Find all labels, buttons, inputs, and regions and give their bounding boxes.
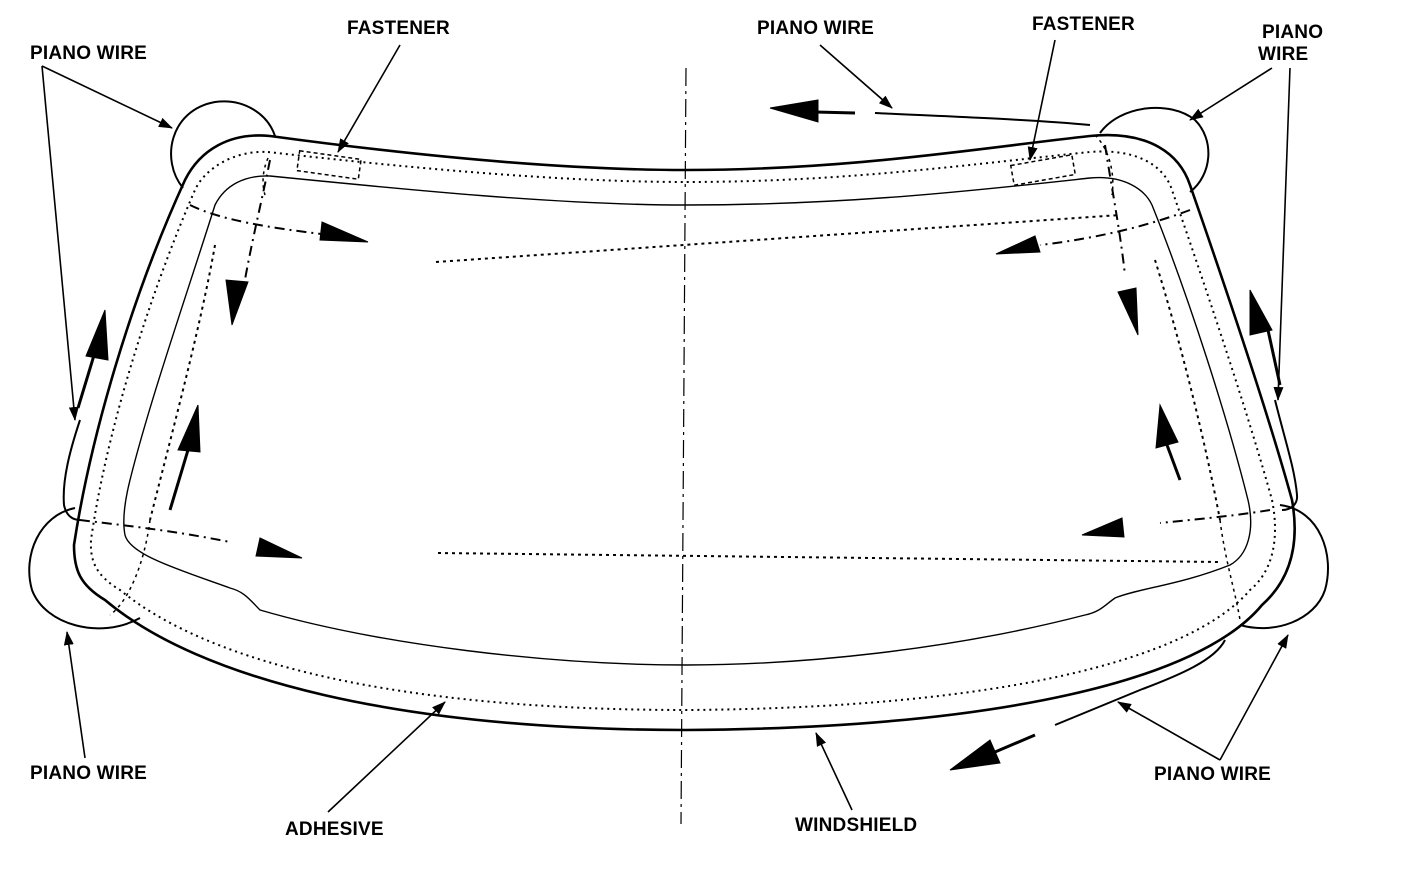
cut-line-right-vertical: [1154, 259, 1221, 521]
glass-inner-edge: [123, 175, 1252, 666]
leader-piano-wire-top-right-b: [1273, 67, 1291, 401]
leader-piano-wire-bottom-right-b: [1219, 634, 1289, 761]
piano-wire-right-side: [1274, 399, 1299, 511]
cut-line-upper: [435, 214, 1121, 263]
cut-line-lower: [437, 552, 1221, 563]
piano-wire-bottom-right-run: [1054, 639, 1226, 726]
leader-piano-wire-bottom-left: [63, 631, 86, 759]
wire-right-corner-dashed: [1159, 509, 1271, 524]
arrow-inner-left-up-shaft: [168, 449, 190, 511]
label-piano-wire-top-center: PIANO WIRE: [757, 18, 875, 39]
label-piano-wire-top-left: PIANO WIRE: [30, 43, 148, 64]
direction-arrows: [76, 99, 1282, 771]
arrow-right-down-head: [1117, 287, 1139, 336]
leader-piano-wire-top-left-a: [41, 65, 173, 129]
wire-left-top-vertical: [243, 159, 271, 286]
leader-windshield: [815, 732, 853, 811]
label-windshield: WINDSHIELD: [795, 815, 918, 836]
leader-piano-wire-bottom-right-a: [1117, 701, 1221, 761]
piano-wire-loop-bottom-left: [28, 507, 141, 630]
fastener-right-shape: [1009, 153, 1077, 187]
arrow-inner-right-up-head: [1155, 403, 1179, 449]
adhesive-bead: [89, 150, 1277, 712]
arrow-right-up-head: [1249, 289, 1273, 336]
label-fastener-left: FASTENER: [347, 18, 450, 39]
label-fastener-right: FASTENER: [1032, 14, 1135, 35]
wire-left-bottom-corner: [109, 519, 151, 616]
label-piano-wire-top-right-line1: PIANO: [1262, 22, 1324, 43]
label-piano-wire-bottom-right: PIANO WIRE: [1154, 764, 1272, 785]
wire-left-corner-dashed: [79, 519, 231, 543]
label-piano-wire-bottom-left: PIANO WIRE: [30, 763, 148, 784]
arrow-top-left-shaft: [814, 110, 856, 115]
wire-right-top-vertical: [1104, 144, 1126, 276]
arrow-left-up-shaft: [76, 351, 97, 409]
arrow-right-down-shaft: [1266, 329, 1282, 386]
leader-fastener-right: [1027, 39, 1056, 161]
piano-wire-top-run: [874, 112, 1091, 126]
arrow-upper-right-head: [995, 235, 1041, 255]
leader-piano-wire-top-center: [819, 44, 893, 109]
leader-adhesive: [327, 701, 446, 813]
center-line: [680, 67, 687, 825]
leader-piano-wire-top-right-a: [1189, 67, 1273, 121]
arrow-bottom-right-shaft: [994, 733, 1036, 754]
leader-lines: [41, 39, 1291, 813]
cut-line-left-vertical: [149, 244, 216, 521]
arrow-bottom-right-head: [949, 739, 1001, 771]
label-piano-wire-top-right-line2: WIRE: [1258, 44, 1309, 65]
arrow-top-left-head: [769, 99, 819, 123]
arrow-inner-right-up-shaft: [1165, 444, 1182, 481]
leader-fastener-left: [337, 44, 401, 153]
arrow-left-up-head: [85, 309, 109, 361]
windshield-outline: [72, 133, 1296, 732]
arrow-inner-left-up-head: [177, 404, 201, 453]
wire-top-left-curve: [262, 157, 269, 196]
wire-right-bottom-corner: [1219, 519, 1241, 621]
label-adhesive: ADHESIVE: [285, 819, 384, 840]
wire-upper-right-dashed: [1039, 209, 1191, 246]
arrow-left-down-head: [225, 279, 249, 326]
arrow-lower-left-head: [255, 537, 303, 559]
piano-wire-loop-bottom-right: [1239, 504, 1329, 630]
piano-wire-loop-top-left: [170, 100, 276, 189]
piano-wire-left-side: [62, 419, 81, 521]
fastener-left-shape: [296, 149, 362, 181]
arrow-upper-left-head: [319, 221, 369, 243]
arrow-lower-right-head: [1081, 517, 1125, 538]
leader-piano-wire-top-left-b: [41, 65, 79, 421]
wire-top-right-curve: [1094, 134, 1114, 196]
